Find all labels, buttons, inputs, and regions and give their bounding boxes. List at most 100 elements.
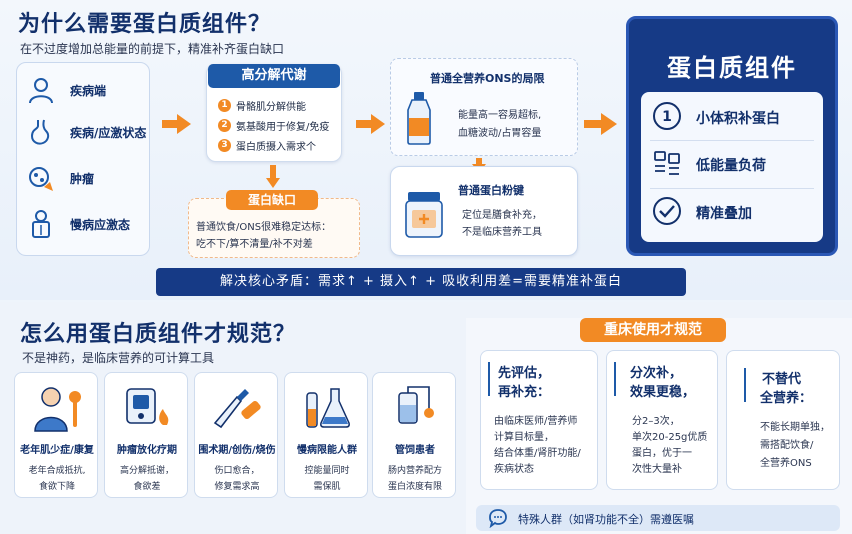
population-desc: 高分解抵谢， (119, 466, 174, 476)
population-card-surgery: 围术期/创伤/烧伤 伤口愈合， 修复需求高 (194, 372, 278, 498)
elderly-icon (15, 383, 99, 433)
number-badge: 2 (218, 119, 231, 132)
down-arrow-shaft (270, 165, 276, 179)
feature-low-energy: 低能量负荷 (652, 148, 766, 182)
protein-powder-line1: 定位是膳食补充， (462, 210, 542, 221)
core-contradiction-bar: 解决核心矛盾：需求↑ + 摄入↑ + 吸收利用差=需要精准补蛋白 (156, 268, 686, 296)
rule-text: 蛋白，优于一 (632, 448, 692, 459)
flow-arrow-icon (177, 114, 191, 134)
down-arrow-shaft (476, 158, 482, 166)
state-item-disease: 疾病端 (26, 72, 106, 108)
accent-line (744, 368, 746, 402)
section1-title: 为什么需要蛋白质组件？ (18, 12, 272, 37)
population-title: 围术期/创伤/烧伤 (198, 445, 276, 456)
scale-icon (652, 148, 682, 182)
ons-limit-line1: 能量高一容易超标, (458, 110, 542, 121)
population-card-tube-feeding: 管饲患者 肠内营养配方 蛋白浓度有限 (372, 372, 456, 498)
population-title: 老年肌少症/康复 (20, 445, 94, 456)
population-desc: 肠内营养配方 (387, 466, 442, 476)
rule-text: 全营养ONS (760, 458, 812, 469)
population-title: 肿瘤放化疗期 (117, 445, 177, 456)
flow-arrow-shaft (162, 120, 178, 128)
rule-text: 结合体重/肾肝功能/ (494, 448, 581, 459)
rule-text: 单次20-25g优质 (632, 432, 708, 443)
flow-arrow-shaft (356, 120, 372, 128)
down-arrow-icon (266, 178, 280, 188)
number-badge: 3 (218, 139, 231, 152)
rule-title: 再补充： (498, 385, 551, 400)
number-one-icon: 1 (652, 101, 682, 135)
accent-line (614, 362, 616, 396)
number-badge: 1 (218, 99, 231, 112)
accent-line (488, 362, 490, 396)
rule-text: 次性大量补 (632, 464, 682, 475)
rule-title: 全营养： (760, 391, 813, 406)
population-desc: 食欲下降 (38, 482, 75, 492)
protein-gap-line1: 普通饮食/ONS很难稳定达标： (196, 222, 332, 233)
state-label: 肿瘤 (70, 171, 95, 186)
state-label: 慢病应激态 (70, 217, 131, 232)
usage-rules-title: 重床使用才规范 (580, 318, 726, 342)
population-card-elderly: 老年肌少症/康复 老年合成抵抗, 食欲下降 (14, 372, 98, 498)
ons-limit-title: 普通全营养ONS的局限 (430, 72, 545, 85)
state-label: 疾病端 (70, 83, 107, 98)
section1-subtitle: 在不过度增加总能量的前提下，精准补齐蛋白缺口 (20, 42, 285, 56)
person-icon (26, 75, 56, 105)
powder-jar-icon (402, 190, 446, 244)
population-desc: 需保肌 (313, 482, 341, 492)
disease-states-panel (16, 62, 150, 256)
chat-bubble-icon (488, 508, 508, 532)
rule-text: 分2–3次， (632, 416, 680, 427)
protein-gap-title: 蛋白缺口 (226, 190, 318, 210)
metabolism-item-text: 蛋白质摄入需求个 (236, 142, 316, 153)
special-population-note-text: 特殊人群（如肾功能不全）需遵医嘱 (518, 513, 694, 526)
divider (650, 140, 814, 141)
tumor-cell-icon (26, 163, 56, 193)
state-item-tumor: 肿瘤 (26, 160, 94, 196)
population-card-oncology: 肿瘤放化疗期 高分解抵谢， 食欲差 (104, 372, 188, 498)
feature-label: 小体积补蛋白 (696, 111, 780, 127)
metabolism-item: 2 氨基酸用于修复/免疫 (218, 118, 329, 133)
rule-text: 需搭配饮食/ (760, 440, 814, 451)
population-title: 管饲患者 (395, 445, 435, 456)
feature-precise: 精准叠加 (652, 196, 752, 230)
metabolism-item: 3 蛋白质摄入需求个 (218, 138, 316, 153)
bottle-icon (404, 90, 434, 150)
rule-title: 分次补， (630, 366, 683, 381)
protein-gap-line2: 吃不下/算不清量/补不对差 (196, 239, 313, 250)
rule-card-assess (480, 350, 598, 490)
section2-title: 怎么用蛋白质组件才规范？ (20, 322, 297, 347)
rule-title: 先评估， (498, 366, 551, 381)
rule-title: 效果更稳， (630, 385, 696, 400)
population-desc: 控能量同时 (304, 466, 350, 476)
svg-text:1: 1 (662, 109, 672, 125)
population-title: 慢病限能人群 (297, 445, 357, 456)
rule-title: 不替代 (762, 372, 802, 387)
section2-subtitle: 不是神药，是临床营养的可计算工具 (22, 351, 215, 365)
protein-component-title: 蛋白质组件 (667, 54, 797, 82)
population-desc: 蛋白浓度有限 (387, 482, 442, 492)
state-label: 疾病/应激状态 (70, 125, 147, 140)
protein-powder-title: 普通蛋白粉键 (458, 184, 524, 197)
flow-arrow-icon (371, 114, 385, 134)
metabolism-item-text: 氨基酸用于修复/免疫 (236, 122, 330, 133)
iv-pump-icon (105, 383, 189, 433)
ons-limit-line2: 血糖波动/占胃容量 (458, 128, 542, 139)
divider (650, 188, 814, 189)
stomach-icon (26, 117, 56, 147)
rule-text: 疾病状态 (494, 464, 534, 475)
population-desc: 伤口愈合， (214, 466, 260, 476)
state-item-stress: 疾病/应激状态 (26, 114, 146, 150)
patient-icon (26, 209, 56, 239)
special-population-note (476, 505, 840, 531)
flow-arrow-icon (601, 113, 617, 135)
population-card-chronic: 慢病限能人群 控能量同时 需保肌 (284, 372, 368, 498)
scalpel-icon (195, 383, 279, 433)
rule-card-divided (606, 350, 718, 490)
metabolism-title: 高分解代谢 (208, 64, 340, 88)
tube-feeding-icon (373, 383, 457, 433)
feature-label: 精准叠加 (696, 206, 752, 222)
feature-small-volume: 1 小体积补蛋白 (652, 101, 780, 135)
rule-text: 计算目标量， (494, 432, 554, 443)
flow-arrow-shaft (584, 120, 602, 128)
